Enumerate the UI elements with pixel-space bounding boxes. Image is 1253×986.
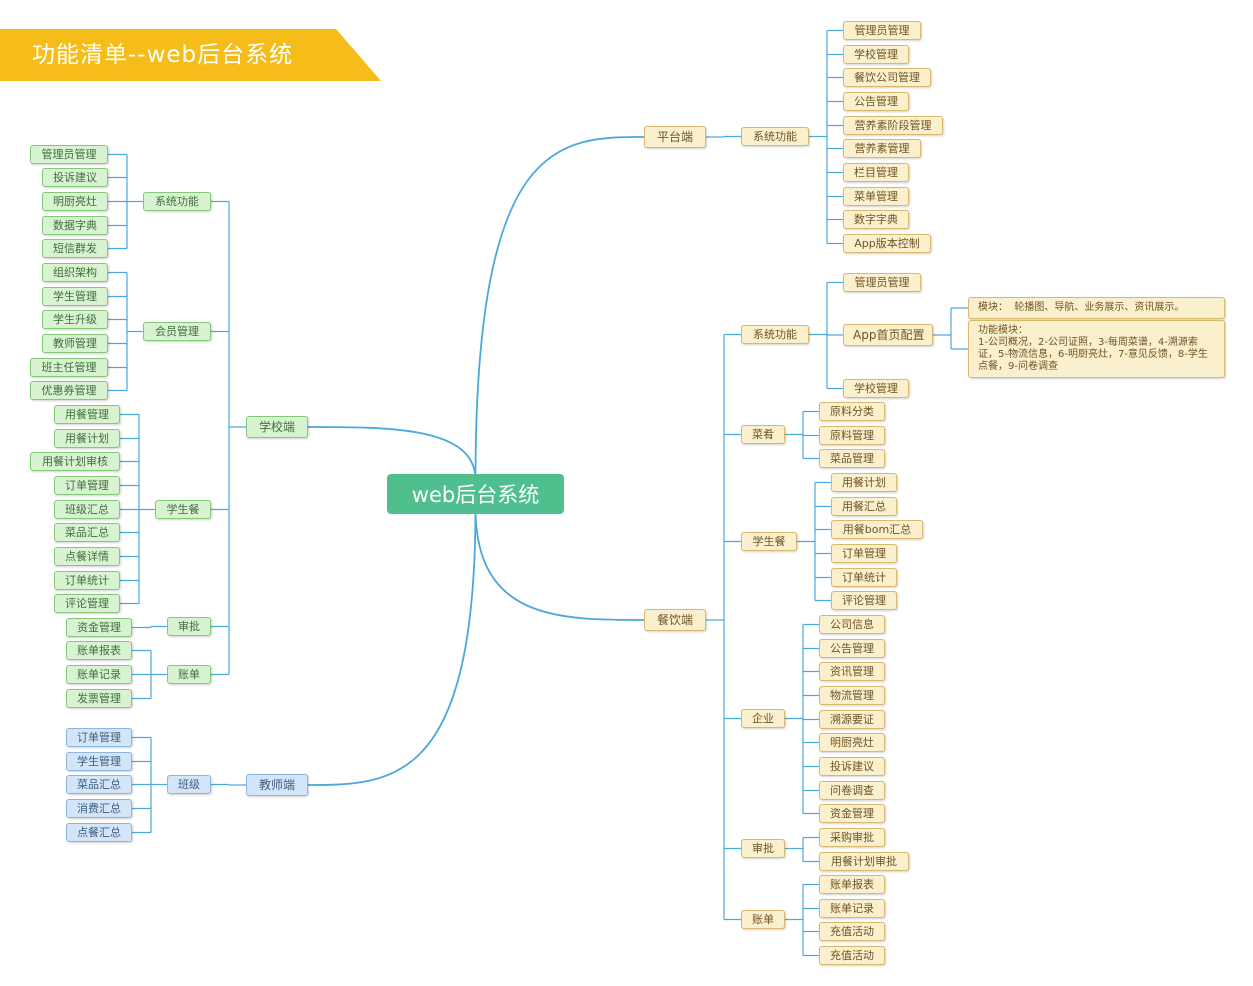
catering-group-bill[interactable]: 账单 xyxy=(741,910,785,929)
school-item[interactable]: 订单统计 xyxy=(54,571,120,590)
school-item[interactable]: 评论管理 xyxy=(54,594,120,613)
catering-item[interactable]: 物流管理 xyxy=(819,686,885,705)
school-item[interactable]: 短信群发 xyxy=(42,239,108,258)
branch-catering[interactable]: 餐饮端 xyxy=(644,609,706,631)
platform-item[interactable]: App版本控制 xyxy=(843,234,931,253)
catering-item[interactable]: 明厨亮灶 xyxy=(819,733,885,752)
catering-item[interactable]: 原料分类 xyxy=(819,402,885,421)
platform-item[interactable]: 菜单管理 xyxy=(843,187,909,206)
school-item[interactable]: 菜品汇总 xyxy=(54,523,120,542)
school-item[interactable]: 订单管理 xyxy=(54,476,120,495)
school-item[interactable]: 管理员管理 xyxy=(30,145,108,164)
app-home-note-functions: 功能模块： 1-公司概况，2-公司证照，3-每周菜谱，4-溯源索证，5-物流信息… xyxy=(968,320,1225,378)
catering-group-approval[interactable]: 审批 xyxy=(741,839,785,858)
catering-item[interactable]: 管理员管理 xyxy=(843,273,921,292)
branch-connector xyxy=(307,507,477,786)
catering-item[interactable]: 公司信息 xyxy=(819,615,885,634)
school-item[interactable]: 数据字典 xyxy=(42,216,108,235)
school-group-system[interactable]: 系统功能 xyxy=(143,192,211,211)
teacher-group-class[interactable]: 班级 xyxy=(167,775,211,794)
catering-item[interactable]: 用餐汇总 xyxy=(831,497,897,516)
school-group-meal[interactable]: 学生餐 xyxy=(155,500,211,519)
branch-connector xyxy=(307,426,477,481)
catering-item[interactable]: 资讯管理 xyxy=(819,662,885,681)
catering-item[interactable]: 采购审批 xyxy=(819,828,885,847)
school-item[interactable]: 教师管理 xyxy=(42,334,108,353)
school-item[interactable]: 资金管理 xyxy=(66,618,132,637)
school-item[interactable]: 用餐管理 xyxy=(54,405,120,424)
school-item[interactable]: 账单报表 xyxy=(66,641,132,660)
school-item[interactable]: 用餐计划 xyxy=(54,429,120,448)
title-banner xyxy=(0,29,381,81)
catering-item[interactable]: 溯源要证 xyxy=(819,710,885,729)
school-item[interactable]: 组织架构 xyxy=(42,263,108,282)
school-item[interactable]: 投诉建议 xyxy=(42,168,108,187)
platform-item[interactable]: 营养素阶段管理 xyxy=(843,116,943,135)
app-home-note-modules: 模块： 轮播图、导航、业务展示、资讯展示。 xyxy=(968,297,1225,319)
school-group-bill[interactable]: 账单 xyxy=(167,665,211,684)
teacher-item[interactable]: 点餐汇总 xyxy=(66,823,132,842)
catering-item[interactable]: 学校管理 xyxy=(843,379,909,398)
title-banner-shape xyxy=(0,29,381,81)
platform-item[interactable]: 餐饮公司管理 xyxy=(843,68,931,87)
platform-item[interactable]: 管理员管理 xyxy=(843,21,921,40)
catering-group-system[interactable]: 系统功能 xyxy=(741,325,809,344)
school-item[interactable]: 学生管理 xyxy=(42,287,108,306)
school-group-approval[interactable]: 审批 xyxy=(167,617,211,636)
catering-item[interactable]: 评论管理 xyxy=(831,591,897,610)
platform-item[interactable]: 栏目管理 xyxy=(843,163,909,182)
school-item[interactable]: 班级汇总 xyxy=(54,500,120,519)
school-item[interactable]: 优惠券管理 xyxy=(30,381,108,400)
school-item[interactable]: 班主任管理 xyxy=(30,358,108,377)
catering-item[interactable]: 公告管理 xyxy=(819,639,885,658)
school-item[interactable]: 点餐详情 xyxy=(54,547,120,566)
catering-group-meal[interactable]: 学生餐 xyxy=(741,532,797,551)
school-item[interactable]: 发票管理 xyxy=(66,689,132,708)
branch-school[interactable]: 学校端 xyxy=(246,416,308,438)
root-node[interactable]: web后台系统 xyxy=(387,474,564,514)
platform-group-system[interactable]: 系统功能 xyxy=(741,127,809,146)
platform-item[interactable]: 数字字典 xyxy=(843,210,909,229)
catering-item[interactable]: 订单管理 xyxy=(831,544,897,563)
platform-item[interactable]: 营养素管理 xyxy=(843,139,921,158)
school-group-member[interactable]: 会员管理 xyxy=(143,322,211,341)
catering-item[interactable]: 账单记录 xyxy=(819,899,885,918)
teacher-item[interactable]: 菜品汇总 xyxy=(66,775,132,794)
branch-platform[interactable]: 平台端 xyxy=(644,126,706,148)
catering-item[interactable]: 原料管理 xyxy=(819,426,885,445)
catering-item-app-home[interactable]: App首页配置 xyxy=(843,324,933,346)
catering-group-enterprise[interactable]: 企业 xyxy=(741,709,785,728)
catering-item[interactable]: 问卷调查 xyxy=(819,781,885,800)
catering-group-dish[interactable]: 菜肴 xyxy=(741,425,785,444)
school-item[interactable]: 学生升级 xyxy=(42,310,108,329)
catering-item[interactable]: 订单统计 xyxy=(831,568,897,587)
school-item[interactable]: 用餐计划审核 xyxy=(30,452,120,471)
platform-item[interactable]: 公告管理 xyxy=(843,92,909,111)
catering-item[interactable]: 充值活动 xyxy=(819,922,885,941)
branch-teacher[interactable]: 教师端 xyxy=(246,774,308,796)
page-title: 功能清单--web后台系统 xyxy=(32,42,294,68)
branch-connector xyxy=(474,136,645,481)
catering-item[interactable]: 菜品管理 xyxy=(819,449,885,468)
teacher-item[interactable]: 消费汇总 xyxy=(66,799,132,818)
platform-item[interactable]: 学校管理 xyxy=(843,45,909,64)
catering-item[interactable]: 账单报表 xyxy=(819,875,885,894)
teacher-item[interactable]: 学生管理 xyxy=(66,752,132,771)
school-item[interactable]: 账单记录 xyxy=(66,665,132,684)
teacher-item[interactable]: 订单管理 xyxy=(66,728,132,747)
catering-item[interactable]: 充值活动 xyxy=(819,946,885,965)
catering-item[interactable]: 用餐计划 xyxy=(831,473,897,492)
catering-item[interactable]: 用餐bom汇总 xyxy=(831,520,923,539)
catering-item[interactable]: 资金管理 xyxy=(819,804,885,823)
catering-item[interactable]: 投诉建议 xyxy=(819,757,885,776)
school-item[interactable]: 明厨亮灶 xyxy=(42,192,108,211)
branch-connector xyxy=(474,507,645,621)
catering-item[interactable]: 用餐计划审批 xyxy=(819,852,909,871)
